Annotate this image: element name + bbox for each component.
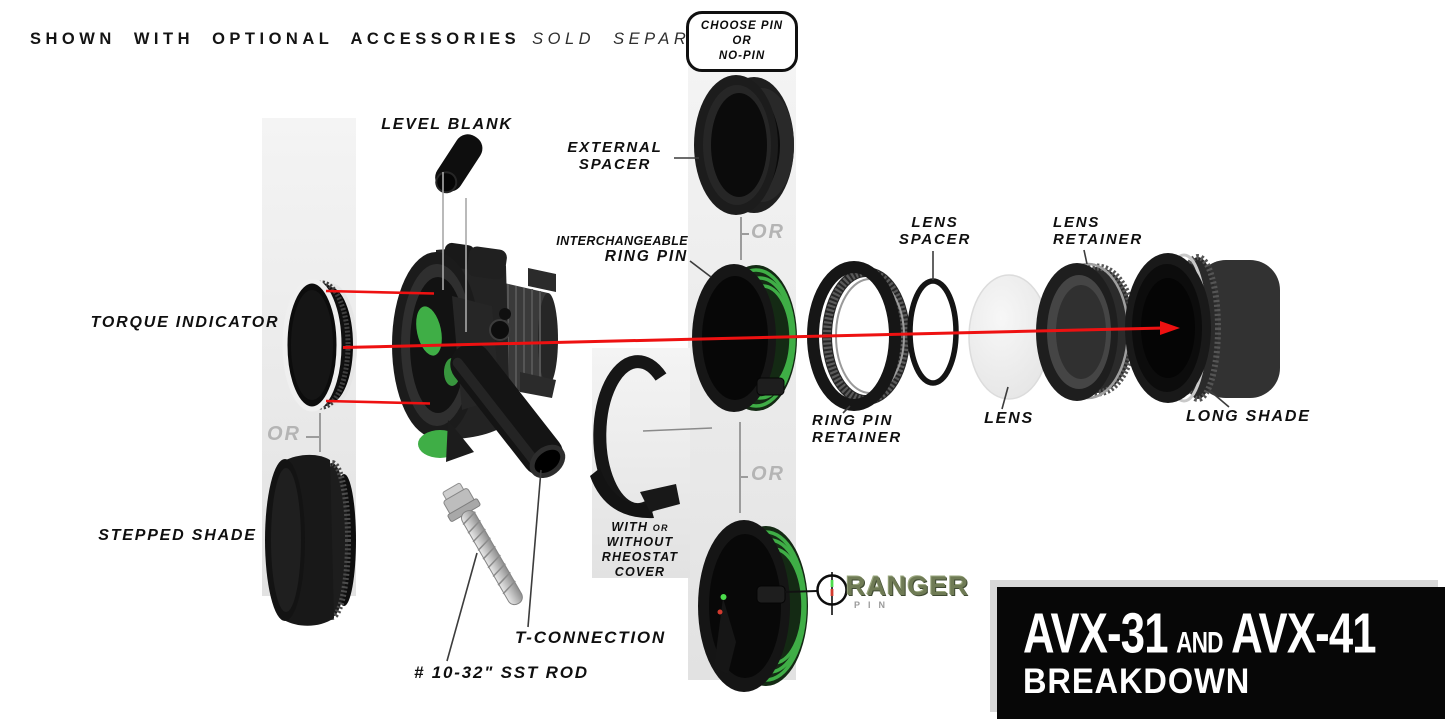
external-spacer-graphic bbox=[694, 75, 794, 215]
label-torque-indicator: TORQUE INDICATOR bbox=[90, 314, 280, 331]
ranger-ring-pin-graphic bbox=[698, 520, 808, 692]
label-rheostat-line4: COVER bbox=[614, 565, 666, 579]
stepped-shade-graphic bbox=[265, 454, 356, 626]
label-rheostat-line3: RHEOSTAT bbox=[601, 550, 679, 564]
banner-subtitle: BREAKDOWN bbox=[1023, 661, 1251, 701]
label-lens: LENS bbox=[984, 410, 1034, 427]
label-lens-retainer: LENS RETAINER bbox=[1053, 214, 1143, 248]
banner-model-2: AVX-41 bbox=[1231, 602, 1377, 665]
torque-indicator-graphic bbox=[282, 278, 357, 412]
ranger-logo-sub: PIN bbox=[854, 600, 894, 610]
label-long-shade: LONG SHADE bbox=[1186, 408, 1311, 425]
choose-pin-line3: NO-PIN bbox=[718, 49, 766, 62]
label-ring-pin-retainer: RING PIN RETAINER bbox=[812, 412, 902, 446]
label-lens-retainer-line1: LENS bbox=[1053, 214, 1101, 231]
label-lens-spacer-line2: SPACER bbox=[898, 231, 972, 249]
label-external-spacer-line1: EXTERNAL bbox=[567, 139, 663, 156]
t-connection-graphic bbox=[450, 343, 566, 478]
banner-title: AVX-31 AND AVX-41 bbox=[1023, 605, 1377, 661]
label-rheostat-line2: WITHOUT bbox=[606, 535, 674, 549]
label-ring-pin-retainer-line1: RING PIN bbox=[812, 412, 894, 429]
or-label-bottom: OR bbox=[751, 463, 785, 485]
label-external-spacer: EXTERNAL SPACER bbox=[556, 139, 674, 173]
label-external-spacer-line2: SPACER bbox=[578, 156, 652, 174]
rheostat-cover-graphic bbox=[590, 355, 680, 519]
ranger-pin-logo: RANGER PIN bbox=[846, 573, 969, 610]
banner-and: AND bbox=[1176, 625, 1223, 659]
rheostat-green-glow bbox=[416, 306, 442, 356]
choose-pin-callout: CHOOSE PIN OR NO-PIN bbox=[686, 11, 798, 72]
red-alignment-lines bbox=[325, 289, 1180, 405]
label-stepped-shade: STEPPED SHADE bbox=[98, 527, 257, 544]
label-lens-retainer-line2: RETAINER bbox=[1053, 231, 1143, 249]
label-sst-rod: # 10-32" SST ROD bbox=[414, 663, 589, 682]
label-rheostat-cover: WITH OR WITHOUT RHEOSTAT COVER bbox=[590, 520, 690, 580]
ranger-pin-logo-reticle bbox=[783, 572, 848, 615]
pin-fiber-dot-green bbox=[720, 594, 727, 600]
label-ring-pin-retainer-line2: RETAINER bbox=[812, 429, 902, 447]
choose-pin-line2: OR bbox=[732, 34, 752, 47]
ranger-logo-name: RANGER bbox=[846, 571, 970, 601]
banner-model-1: AVX-31 bbox=[1023, 602, 1169, 665]
or-label-top: OR bbox=[751, 221, 785, 243]
label-interchangeable: INTERCHANGEABLE bbox=[556, 234, 688, 248]
leader-lines bbox=[442, 157, 1230, 662]
label-level-blank: LEVEL BLANK bbox=[381, 116, 513, 133]
disclaimer-bold: SHOWN WITH OPTIONAL ACCESSORIES bbox=[30, 30, 521, 48]
level-blank-graphic bbox=[435, 134, 483, 194]
label-interchangeable-ring-pin: INTERCHANGEABLE RING PIN bbox=[552, 234, 688, 266]
pin-fiber-dot-red bbox=[717, 609, 723, 615]
title-banner: AVX-31 AND AVX-41 BREAKDOWN bbox=[997, 587, 1445, 719]
sst-rod-graphic bbox=[442, 482, 523, 606]
choose-pin-line1: CHOOSE PIN bbox=[700, 20, 784, 32]
or-connector-lines bbox=[306, 217, 749, 513]
label-lens-spacer: LENS SPACER bbox=[886, 214, 984, 248]
label-lens-spacer-line1: LENS bbox=[911, 214, 959, 231]
or-label-left: OR bbox=[267, 423, 301, 445]
label-rheostat-line1: WITH OR bbox=[611, 520, 669, 534]
label-ring-pin: RING PIN bbox=[604, 248, 688, 266]
label-t-connection: T-CONNECTION bbox=[515, 628, 666, 647]
